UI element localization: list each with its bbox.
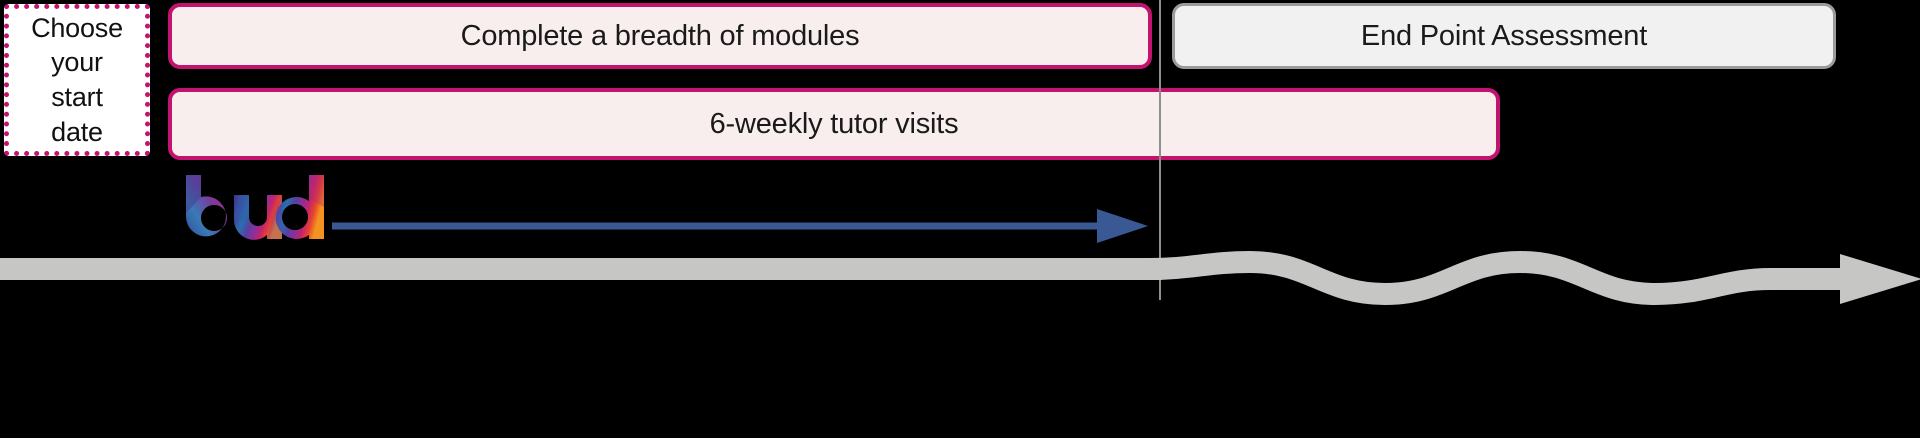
phase-bar-end-point-assessment[interactable]: End Point Assessment — [1172, 3, 1836, 69]
phase-bar-modules[interactable]: Complete a breadth of modules — [168, 3, 1152, 69]
choose-start-date-label: Choose your start date — [31, 11, 123, 149]
phase-bar-modules-label: Complete a breadth of modules — [460, 19, 860, 52]
start-date-line-1: Choose — [31, 12, 123, 43]
phase-bar-tutor-visits-label: 6-weekly tutor visits — [709, 107, 959, 140]
start-date-line-2: your — [51, 47, 103, 78]
start-date-line-4: date — [51, 116, 103, 147]
start-date-line-3: start — [51, 82, 103, 112]
bud-logo — [184, 173, 326, 241]
grey-wavy-timeline-arrow — [1149, 236, 1920, 316]
timeline-bar-on-programme — [0, 258, 1162, 280]
blue-progress-arrow — [332, 205, 1148, 247]
epa-gateway-divider — [1159, 0, 1161, 300]
phase-bar-end-point-assessment-label: End Point Assessment — [1360, 19, 1648, 52]
choose-start-date-box[interactable]: Choose your start date — [4, 4, 150, 156]
phase-bar-tutor-visits[interactable]: 6-weekly tutor visits — [168, 88, 1500, 160]
